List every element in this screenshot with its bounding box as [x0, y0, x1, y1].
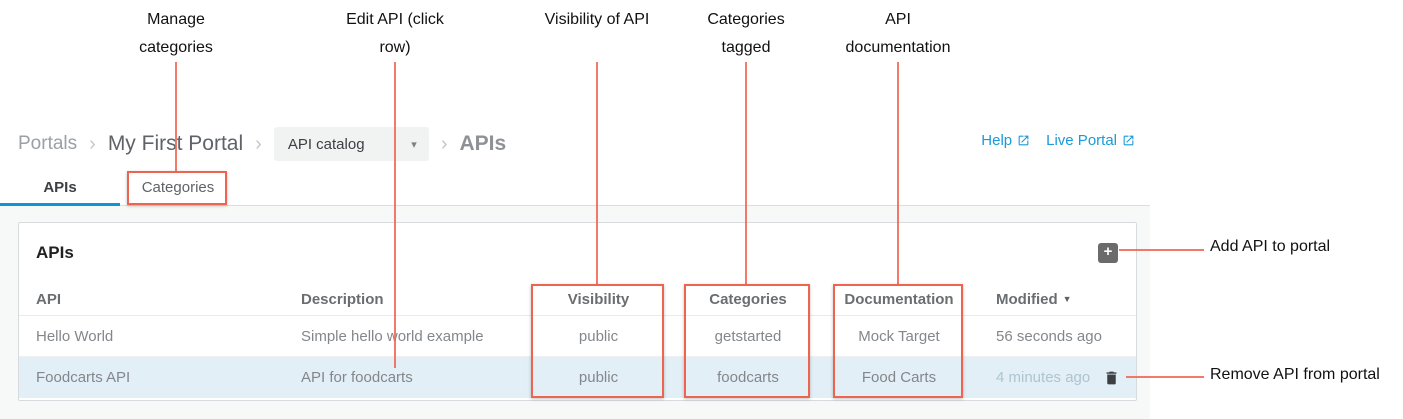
apis-card: APIs + API Description Visibility Catego…	[18, 222, 1137, 401]
cell-api: Foodcarts API	[36, 369, 131, 386]
breadcrumb-separator-icon: ›	[89, 132, 96, 155]
cell-modified: 4 minutes ago	[996, 369, 1091, 386]
card-title: APIs	[36, 243, 74, 262]
annotation-line-add-api	[1119, 249, 1204, 251]
sort-desc-icon: ▼	[1062, 294, 1072, 304]
annotation-remove-api-from-portal: Remove API from portal	[1210, 366, 1380, 383]
annotation-line-remove-api	[1126, 376, 1204, 378]
annotation-box-documentation-column	[833, 284, 963, 398]
cell-visibility: public	[578, 369, 619, 386]
annotation-line-manage-categories	[175, 62, 177, 171]
annotation-line-edit-api	[394, 62, 396, 368]
content-area: APIs + API Description Visibility Catego…	[0, 206, 1150, 419]
column-header-documentation[interactable]: Documentation	[844, 290, 954, 308]
column-header-api[interactable]: API	[36, 290, 62, 308]
annotation-api-documentation: API documentation	[845, 11, 951, 56]
tab-apis[interactable]: APIs	[0, 170, 120, 206]
breadcrumb: Portals › My First Portal › API catalog …	[18, 126, 506, 162]
live-portal-link[interactable]: Live Portal	[1046, 132, 1135, 149]
cell-description: Simple hello world example	[301, 327, 484, 345]
annotation-manage-categories: Manage categories	[139, 11, 213, 56]
column-header-modified[interactable]: Modified ▼	[996, 291, 1136, 308]
tab-categories[interactable]: Categories	[141, 179, 215, 196]
table-row[interactable]: Hello World Simple hello world example p…	[19, 316, 1136, 357]
breadcrumb-separator-icon: ›	[255, 132, 262, 155]
annotation-edit-api: Edit API (click row)	[346, 11, 444, 56]
chevron-down-icon: ▾	[411, 138, 417, 151]
annotation-box-visibility-column	[531, 284, 664, 398]
cell-documentation: Food Carts	[861, 369, 937, 386]
table-header-row: API Description Visibility Categories Do…	[19, 283, 1136, 316]
add-api-button[interactable]: +	[1098, 243, 1118, 263]
help-link-label: Help	[981, 132, 1013, 149]
annotation-line-categories	[745, 62, 747, 284]
live-portal-link-label: Live Portal	[1046, 132, 1117, 149]
cell-api: Hello World	[36, 327, 114, 345]
cell-categories: foodcarts	[717, 369, 779, 386]
cell-visibility: public	[578, 327, 619, 345]
help-link[interactable]: Help	[981, 132, 1030, 149]
annotation-line-documentation	[897, 62, 899, 284]
breadcrumb-separator-icon: ›	[440, 132, 448, 155]
column-header-modified-label: Modified	[996, 290, 1058, 308]
table-row[interactable]: Foodcarts API API for foodcarts public f…	[19, 357, 1136, 398]
cell-categories: getstarted	[714, 327, 782, 345]
column-header-visibility[interactable]: Visibility	[567, 290, 630, 308]
external-link-icon	[1122, 134, 1135, 147]
header-links: Help Live Portal	[981, 132, 1135, 149]
annotation-visibility-of-api: Visibility of API	[544, 11, 650, 28]
column-header-categories[interactable]: Categories	[709, 290, 787, 308]
annotation-box-categories-tab	[127, 171, 227, 205]
api-catalog-dropdown[interactable]: API catalog ▾	[273, 127, 429, 161]
cell-modified: 56 seconds ago	[996, 327, 1102, 345]
breadcrumb-apis: APIs	[459, 132, 507, 155]
column-header-description[interactable]: Description	[301, 290, 384, 308]
api-catalog-dropdown-value: API catalog	[287, 135, 365, 153]
card-header: APIs +	[19, 223, 1136, 283]
cell-documentation: Mock Target	[858, 327, 940, 345]
annotation-box-categories-column	[684, 284, 810, 398]
cell-description: API for foodcarts	[301, 369, 413, 386]
tab-bar: APIs Categories	[0, 170, 1150, 206]
external-link-icon	[1017, 134, 1030, 147]
delete-api-button[interactable]	[1103, 369, 1120, 387]
breadcrumb-portals[interactable]: Portals	[18, 133, 78, 154]
annotation-categories-tagged: Categories tagged	[707, 11, 785, 56]
annotation-line-visibility	[596, 62, 598, 284]
annotation-add-api-to-portal: Add API to portal	[1210, 238, 1331, 255]
